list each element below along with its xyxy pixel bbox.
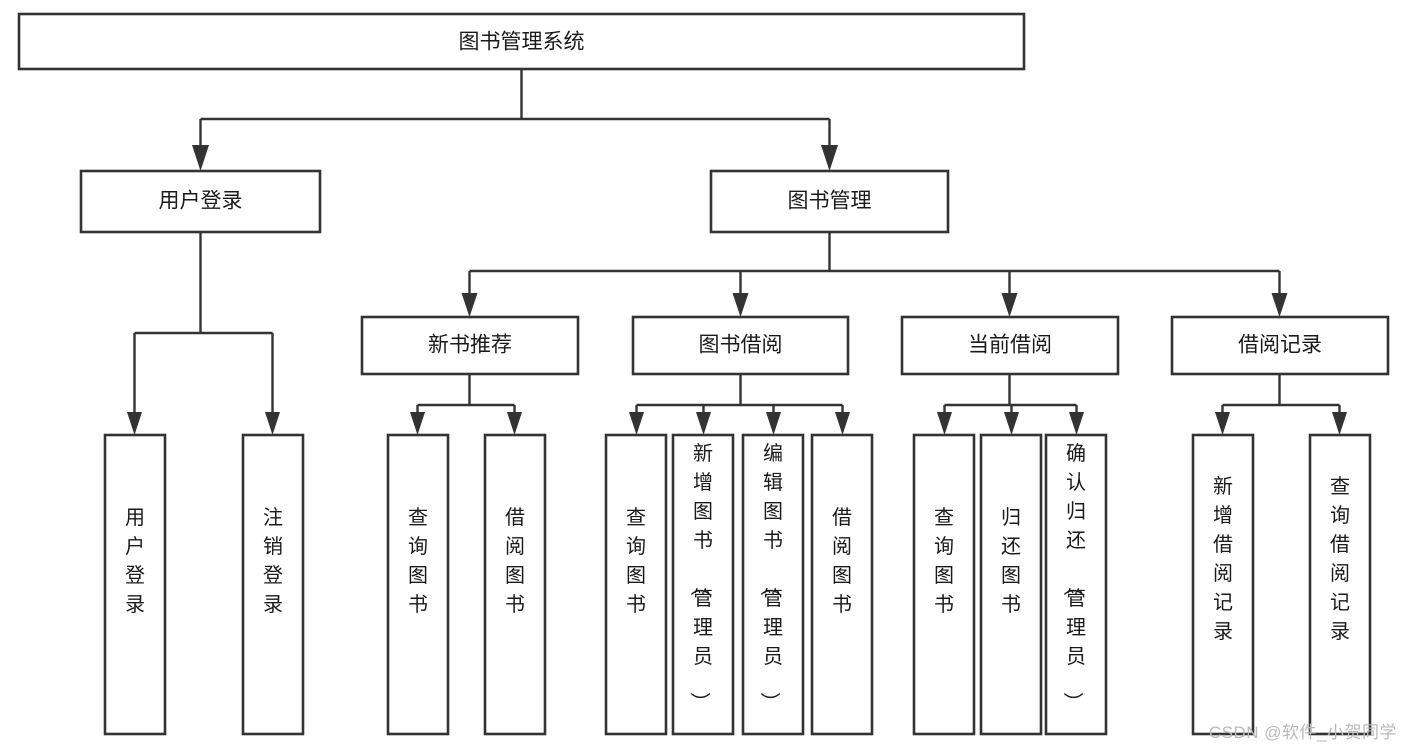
node-leaf-query-borrow-record-box[interactable] — [1308, 433, 1372, 736]
node-leaf-query-borrow-record-label: 查询借阅记录 — [1330, 475, 1350, 643]
node-book-manage[interactable]: 图书管理 — [709, 169, 950, 234]
arrowhead-leaf-add-borrow-record — [1215, 412, 1230, 435]
node-leaf-query-book-1-label: 查询图书 — [408, 506, 428, 616]
node-leaf-borrow-book-2-box[interactable] — [810, 433, 874, 736]
node-leaf-logout-box[interactable] — [241, 433, 305, 736]
arrowhead-leaf-add-book-admin — [696, 412, 711, 435]
node-leaf-add-book-admin[interactable]: 新增图书（管理员） — [671, 433, 735, 736]
node-leaf-add-borrow-record-label: 新增借阅记录 — [1213, 475, 1233, 643]
node-leaf-return-book-box[interactable] — [979, 433, 1043, 736]
arrowhead-leaf-borrow-book-1 — [507, 412, 522, 435]
node-leaf-query-book-2-label: 查询图书 — [626, 506, 646, 616]
node-leaf-edit-book-admin[interactable]: 编辑图书（管理员） — [741, 433, 805, 736]
node-leaf-add-book-admin-box[interactable] — [671, 433, 735, 736]
node-new-book-recommend[interactable]: 新书推荐 — [360, 315, 580, 376]
node-current-borrow[interactable]: 当前借阅 — [900, 315, 1120, 376]
arrowhead-leaf-query-book-2 — [629, 412, 644, 435]
arrowhead-leaf-query-book-1 — [410, 412, 425, 435]
arrowhead-leaf-user-login — [127, 412, 142, 435]
node-root-label: 图书管理系统 — [459, 31, 585, 54]
node-leaf-logout[interactable]: 注销登录 — [241, 433, 305, 736]
node-root[interactable]: 图书管理系统 — [17, 12, 1026, 71]
node-borrow-record[interactable]: 借阅记录 — [1170, 315, 1390, 376]
node-leaf-borrow-book-1[interactable]: 借阅图书 — [483, 433, 547, 736]
node-current-borrow-label: 当前借阅 — [968, 334, 1052, 357]
node-leaf-user-login-label: 用户登录 — [125, 507, 145, 616]
arrowhead-leaf-return-book — [1004, 412, 1019, 435]
node-leaf-query-book-3-box[interactable] — [912, 433, 976, 736]
node-book-manage-label: 图书管理 — [788, 190, 872, 213]
arrowhead-leaf-edit-book-admin — [766, 412, 781, 435]
node-leaf-borrow-book-2-label: 借阅图书 — [832, 506, 852, 616]
node-new-book-recommend-box[interactable] — [360, 315, 580, 376]
node-user-login-box[interactable] — [79, 169, 322, 234]
node-leaf-confirm-return-admin-label: 确认归还（管理员） — [1061, 442, 1086, 712]
node-leaf-query-book-2-box[interactable] — [604, 433, 668, 736]
connector-layer — [127, 69, 1347, 435]
node-leaf-confirm-return-admin[interactable]: 确认归还（管理员） — [1044, 433, 1108, 736]
node-leaf-borrow-book-1-label: 借阅图书 — [505, 506, 525, 616]
arrowhead-leaf-borrow-book-2 — [835, 412, 850, 435]
node-leaf-query-book-2[interactable]: 查询图书 — [604, 433, 668, 736]
arrowhead-new-book-recommend — [461, 293, 478, 317]
node-leaf-add-borrow-record-box[interactable] — [1191, 433, 1255, 736]
node-leaf-user-login[interactable]: 用户登录 — [103, 433, 167, 736]
node-book-manage-box[interactable] — [709, 169, 950, 234]
node-leaf-confirm-return-admin-box[interactable] — [1044, 433, 1108, 736]
node-leaf-query-book-3-label: 查询图书 — [934, 506, 954, 616]
node-book-borrow-label: 图书借阅 — [699, 334, 783, 357]
node-leaf-edit-book-admin-box[interactable] — [741, 433, 805, 736]
arrowhead-leaf-query-borrow-record — [1332, 412, 1347, 435]
node-leaf-add-book-admin-label: 新增图书（管理员） — [688, 442, 713, 712]
arrowhead-leaf-logout — [265, 412, 280, 435]
node-current-borrow-box[interactable] — [900, 315, 1120, 376]
node-leaf-logout-label: 注销登录 — [263, 506, 283, 616]
node-book-borrow[interactable]: 图书借阅 — [631, 315, 850, 376]
arrowhead-leaf-query-book-3 — [937, 412, 952, 435]
node-root-box[interactable] — [17, 12, 1026, 71]
csdn-watermark: CSDN @软件_小贺同学 — [1208, 723, 1397, 742]
node-leaf-user-login-box[interactable] — [103, 433, 167, 736]
node-borrow-record-box[interactable] — [1170, 315, 1390, 376]
node-leaf-query-book-3[interactable]: 查询图书 — [912, 433, 976, 736]
arrowhead-leaf-confirm-return-admin — [1069, 412, 1084, 435]
node-new-book-recommend-label: 新书推荐 — [428, 334, 512, 357]
node-leaf-edit-book-admin-label: 编辑图书（管理员） — [758, 442, 783, 712]
node-book-borrow-box[interactable] — [631, 315, 850, 376]
node-borrow-record-label: 借阅记录 — [1238, 334, 1322, 357]
arrowhead-book-manage — [821, 145, 838, 171]
node-leaf-borrow-book-2[interactable]: 借阅图书 — [810, 433, 874, 736]
node-leaf-query-borrow-record[interactable]: 查询借阅记录 — [1308, 433, 1372, 736]
node-leaf-query-book-1-box[interactable] — [386, 433, 450, 736]
node-leaf-borrow-book-1-box[interactable] — [483, 433, 547, 736]
node-user-login-label: 用户登录 — [159, 190, 243, 213]
node-leaf-query-book-1[interactable]: 查询图书 — [386, 433, 450, 736]
node-leaf-return-book-label: 归还图书 — [1001, 506, 1021, 616]
arrowhead-user-login — [192, 145, 209, 171]
node-leaf-add-borrow-record[interactable]: 新增借阅记录 — [1191, 433, 1255, 736]
node-leaf-return-book[interactable]: 归还图书 — [979, 433, 1043, 736]
arrowhead-current-borrow — [1001, 293, 1018, 317]
arrowhead-book-borrow — [732, 293, 749, 317]
arrowhead-borrow-record — [1271, 293, 1288, 317]
node-user-login[interactable]: 用户登录 — [79, 169, 322, 234]
